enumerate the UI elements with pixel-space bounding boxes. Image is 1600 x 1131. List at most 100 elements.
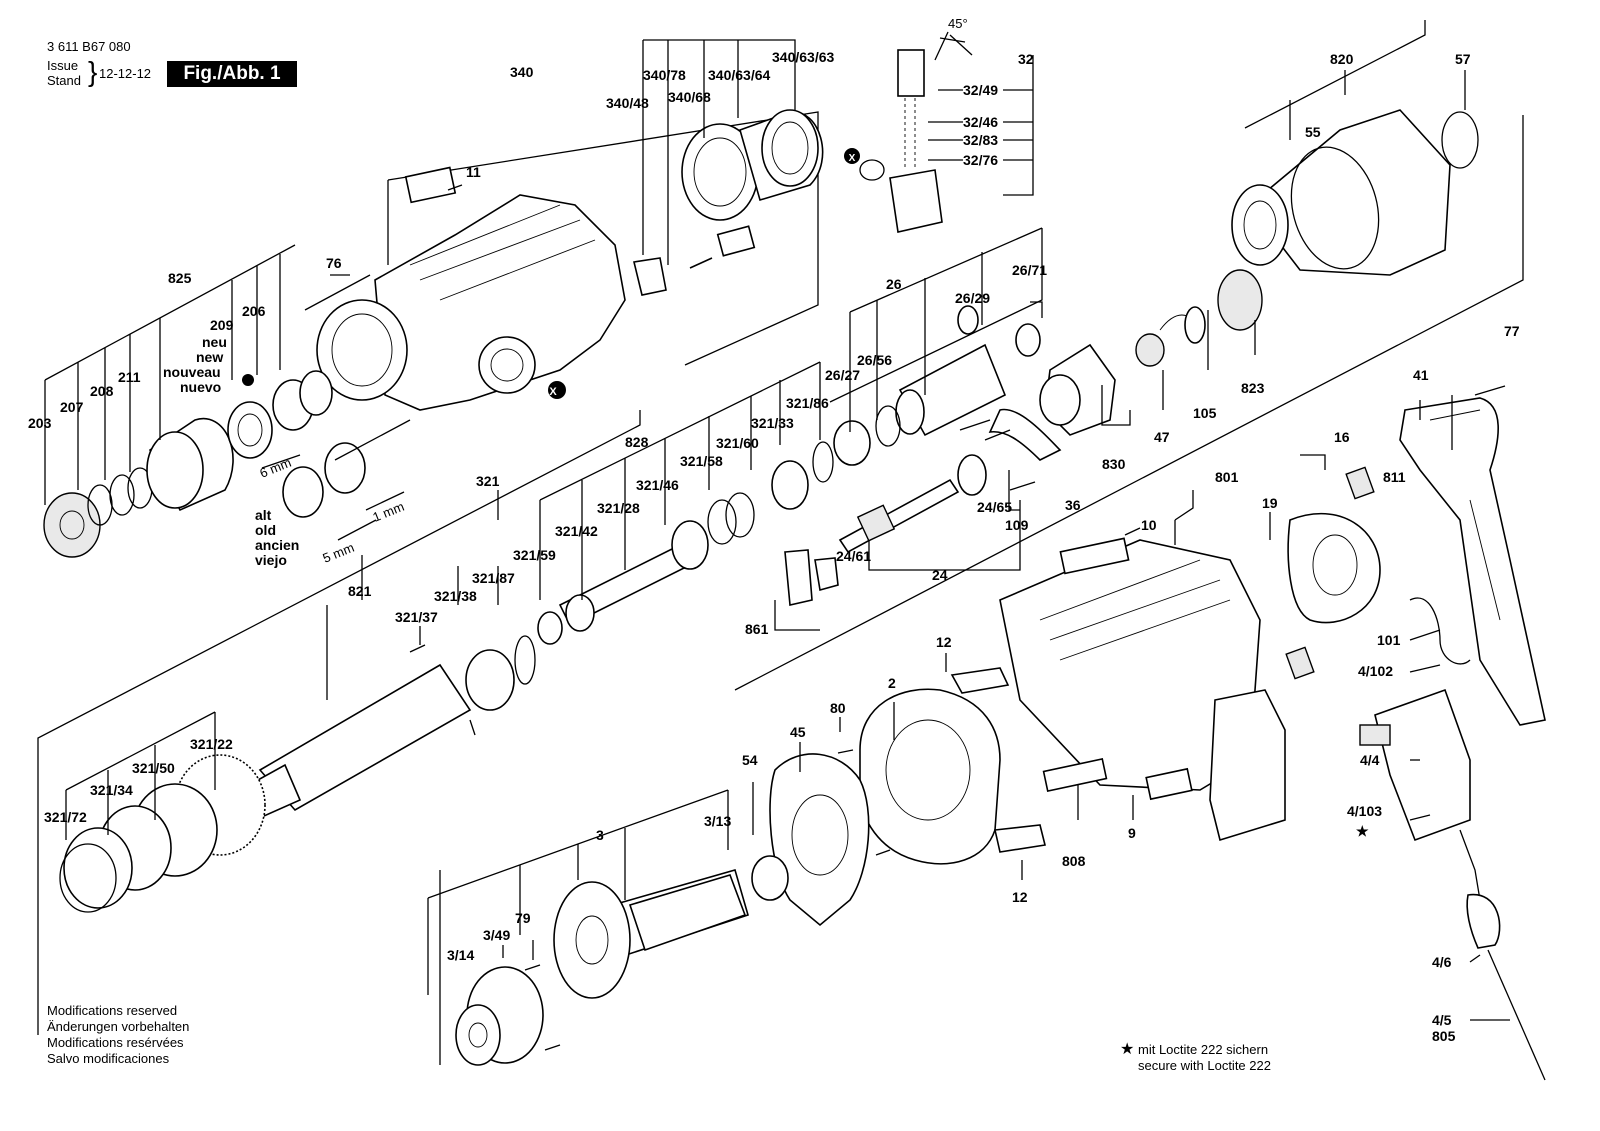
label-805: 805: [1432, 1028, 1456, 1044]
label-24-65: 24/65: [977, 499, 1012, 515]
note-line: Änderungen vorbehalten: [47, 1019, 190, 1034]
label-32: 32: [1018, 51, 1034, 67]
label-321-58: 321/58: [680, 453, 723, 469]
label-12a: 12: [936, 634, 952, 650]
intermediate-shaft-24: [784, 429, 1036, 606]
label-801: 801: [1215, 469, 1239, 485]
brush-holder-19: [1285, 466, 1471, 680]
issue-date: 12-12-12: [99, 66, 152, 81]
label-41: 41: [1413, 367, 1429, 383]
sleeve-340-63: [633, 109, 824, 296]
label-321-60: 321/60: [716, 435, 759, 451]
label-26-27: 26/27: [825, 367, 860, 383]
armature-3: [455, 855, 789, 1066]
angle-45-degrees: 45°: [948, 16, 968, 31]
clutch-gear-321-22: [59, 754, 266, 913]
label-861: 861: [745, 621, 769, 637]
chuck-parts-825: [43, 274, 411, 558]
star-icon: ★: [1120, 1041, 1135, 1058]
handle-half-41: [1399, 385, 1546, 726]
new-label-nuevo: nuevo: [180, 379, 221, 395]
old-label-alt: alt: [255, 507, 272, 523]
label-26-29: 26/29: [955, 290, 990, 306]
label-4-4: 4/4: [1360, 752, 1380, 768]
label-47: 47: [1154, 429, 1170, 445]
label-321-72: 321/72: [44, 809, 87, 825]
label-811: 811: [1383, 469, 1406, 485]
label-26-56: 26/56: [857, 352, 892, 368]
note-line: Modifications reserved: [47, 1003, 178, 1018]
label-321-34: 321/34: [90, 782, 133, 798]
modifications-notes: Modifications reserved Änderungen vorbeh…: [47, 1003, 189, 1067]
label-101: 101: [1377, 632, 1401, 648]
label-321: 321: [476, 473, 500, 489]
label-10: 10: [1141, 517, 1157, 533]
label-203: 203: [28, 415, 52, 431]
label-321-37: 321/37: [395, 609, 438, 625]
hammer-housing-340: [316, 166, 626, 411]
label-808: 808: [1062, 853, 1086, 869]
label-36: 36: [1065, 497, 1081, 513]
brace-symbol: }: [88, 56, 98, 87]
label-24: 24: [932, 567, 948, 583]
old-label-old: old: [255, 522, 276, 538]
label-32-83: 32/83: [963, 132, 998, 148]
motor-housing-801: [999, 537, 1286, 842]
label-321-28: 321/28: [597, 500, 640, 516]
baffle-45: [769, 753, 870, 927]
label-4-103: 4/103: [1347, 803, 1382, 819]
label-3-14: 3/14: [447, 947, 474, 963]
old-label-viejo: viejo: [255, 552, 287, 568]
loctite-note: ★mit Loctite 222 sichern secure with Loc…: [1120, 1042, 1271, 1074]
switch-4-4: [1359, 688, 1546, 1081]
label-340-48: 340/48: [606, 95, 649, 111]
label-9: 9: [1128, 825, 1136, 841]
label-11: 11: [466, 164, 481, 180]
striker-assembly-828: [537, 441, 834, 645]
label-4-102: 4/102: [1358, 663, 1393, 679]
label-105: 105: [1193, 405, 1217, 421]
label-19: 19: [1262, 495, 1278, 511]
label-26-71: 26/71: [1012, 262, 1047, 278]
field-coil-2: [837, 667, 1046, 865]
label-3-49: 3/49: [483, 927, 510, 943]
stand-label: Stand: [47, 73, 81, 88]
label-54: 54: [742, 752, 758, 768]
new-label-neu: neu: [202, 334, 227, 350]
gear-train: [1039, 269, 1263, 436]
note-line: Modifications resérvées: [47, 1035, 184, 1050]
label-4-6: 4/6: [1432, 954, 1452, 970]
loctite-line-de: mit Loctite 222 sichern: [1138, 1042, 1269, 1057]
label-340-68: 340/68: [668, 89, 711, 105]
label-321-50: 321/50: [132, 760, 175, 776]
label-823: 823: [1241, 380, 1265, 396]
label-340-78: 340/78: [643, 67, 686, 83]
old-label-ancien: ancien: [255, 537, 299, 553]
label-321-22: 321/22: [190, 736, 233, 752]
label-321-33: 321/33: [751, 415, 794, 431]
label-57: 57: [1455, 51, 1471, 67]
label-340-63-63: 340/63/63: [772, 49, 834, 65]
note-line: Salvo modificaciones: [47, 1051, 170, 1066]
label-109: 109: [1005, 517, 1029, 533]
label-828: 828: [625, 434, 649, 450]
label-321-86: 321/86: [786, 395, 829, 411]
label-loctite-star-4-103: ★: [1356, 823, 1369, 839]
spindle-821: [238, 635, 536, 822]
label-45: 45: [790, 724, 806, 740]
gear-housing-820: [1231, 109, 1479, 276]
leader-lines: [44, 39, 1510, 1021]
part-labels: 340 340/78 340/63/64 340/63/63 340/48 34…: [28, 49, 1520, 1044]
label-207: 207: [60, 399, 84, 415]
label-321-42: 321/42: [555, 523, 598, 539]
label-4-5: 4/5: [1432, 1012, 1452, 1028]
loctite-line-en: secure with Loctite 222: [1138, 1058, 1271, 1073]
document-number: 3 611 B67 080: [47, 39, 131, 54]
new-label-nouveau: nouveau: [163, 364, 221, 380]
label-206: 206: [242, 303, 266, 319]
label-24-61: 24/61: [836, 548, 871, 564]
issue-label: Issue: [47, 58, 79, 73]
new-label-new: new: [196, 349, 223, 365]
label-321-59: 321/59: [513, 547, 556, 563]
label-76: 76: [326, 255, 342, 271]
